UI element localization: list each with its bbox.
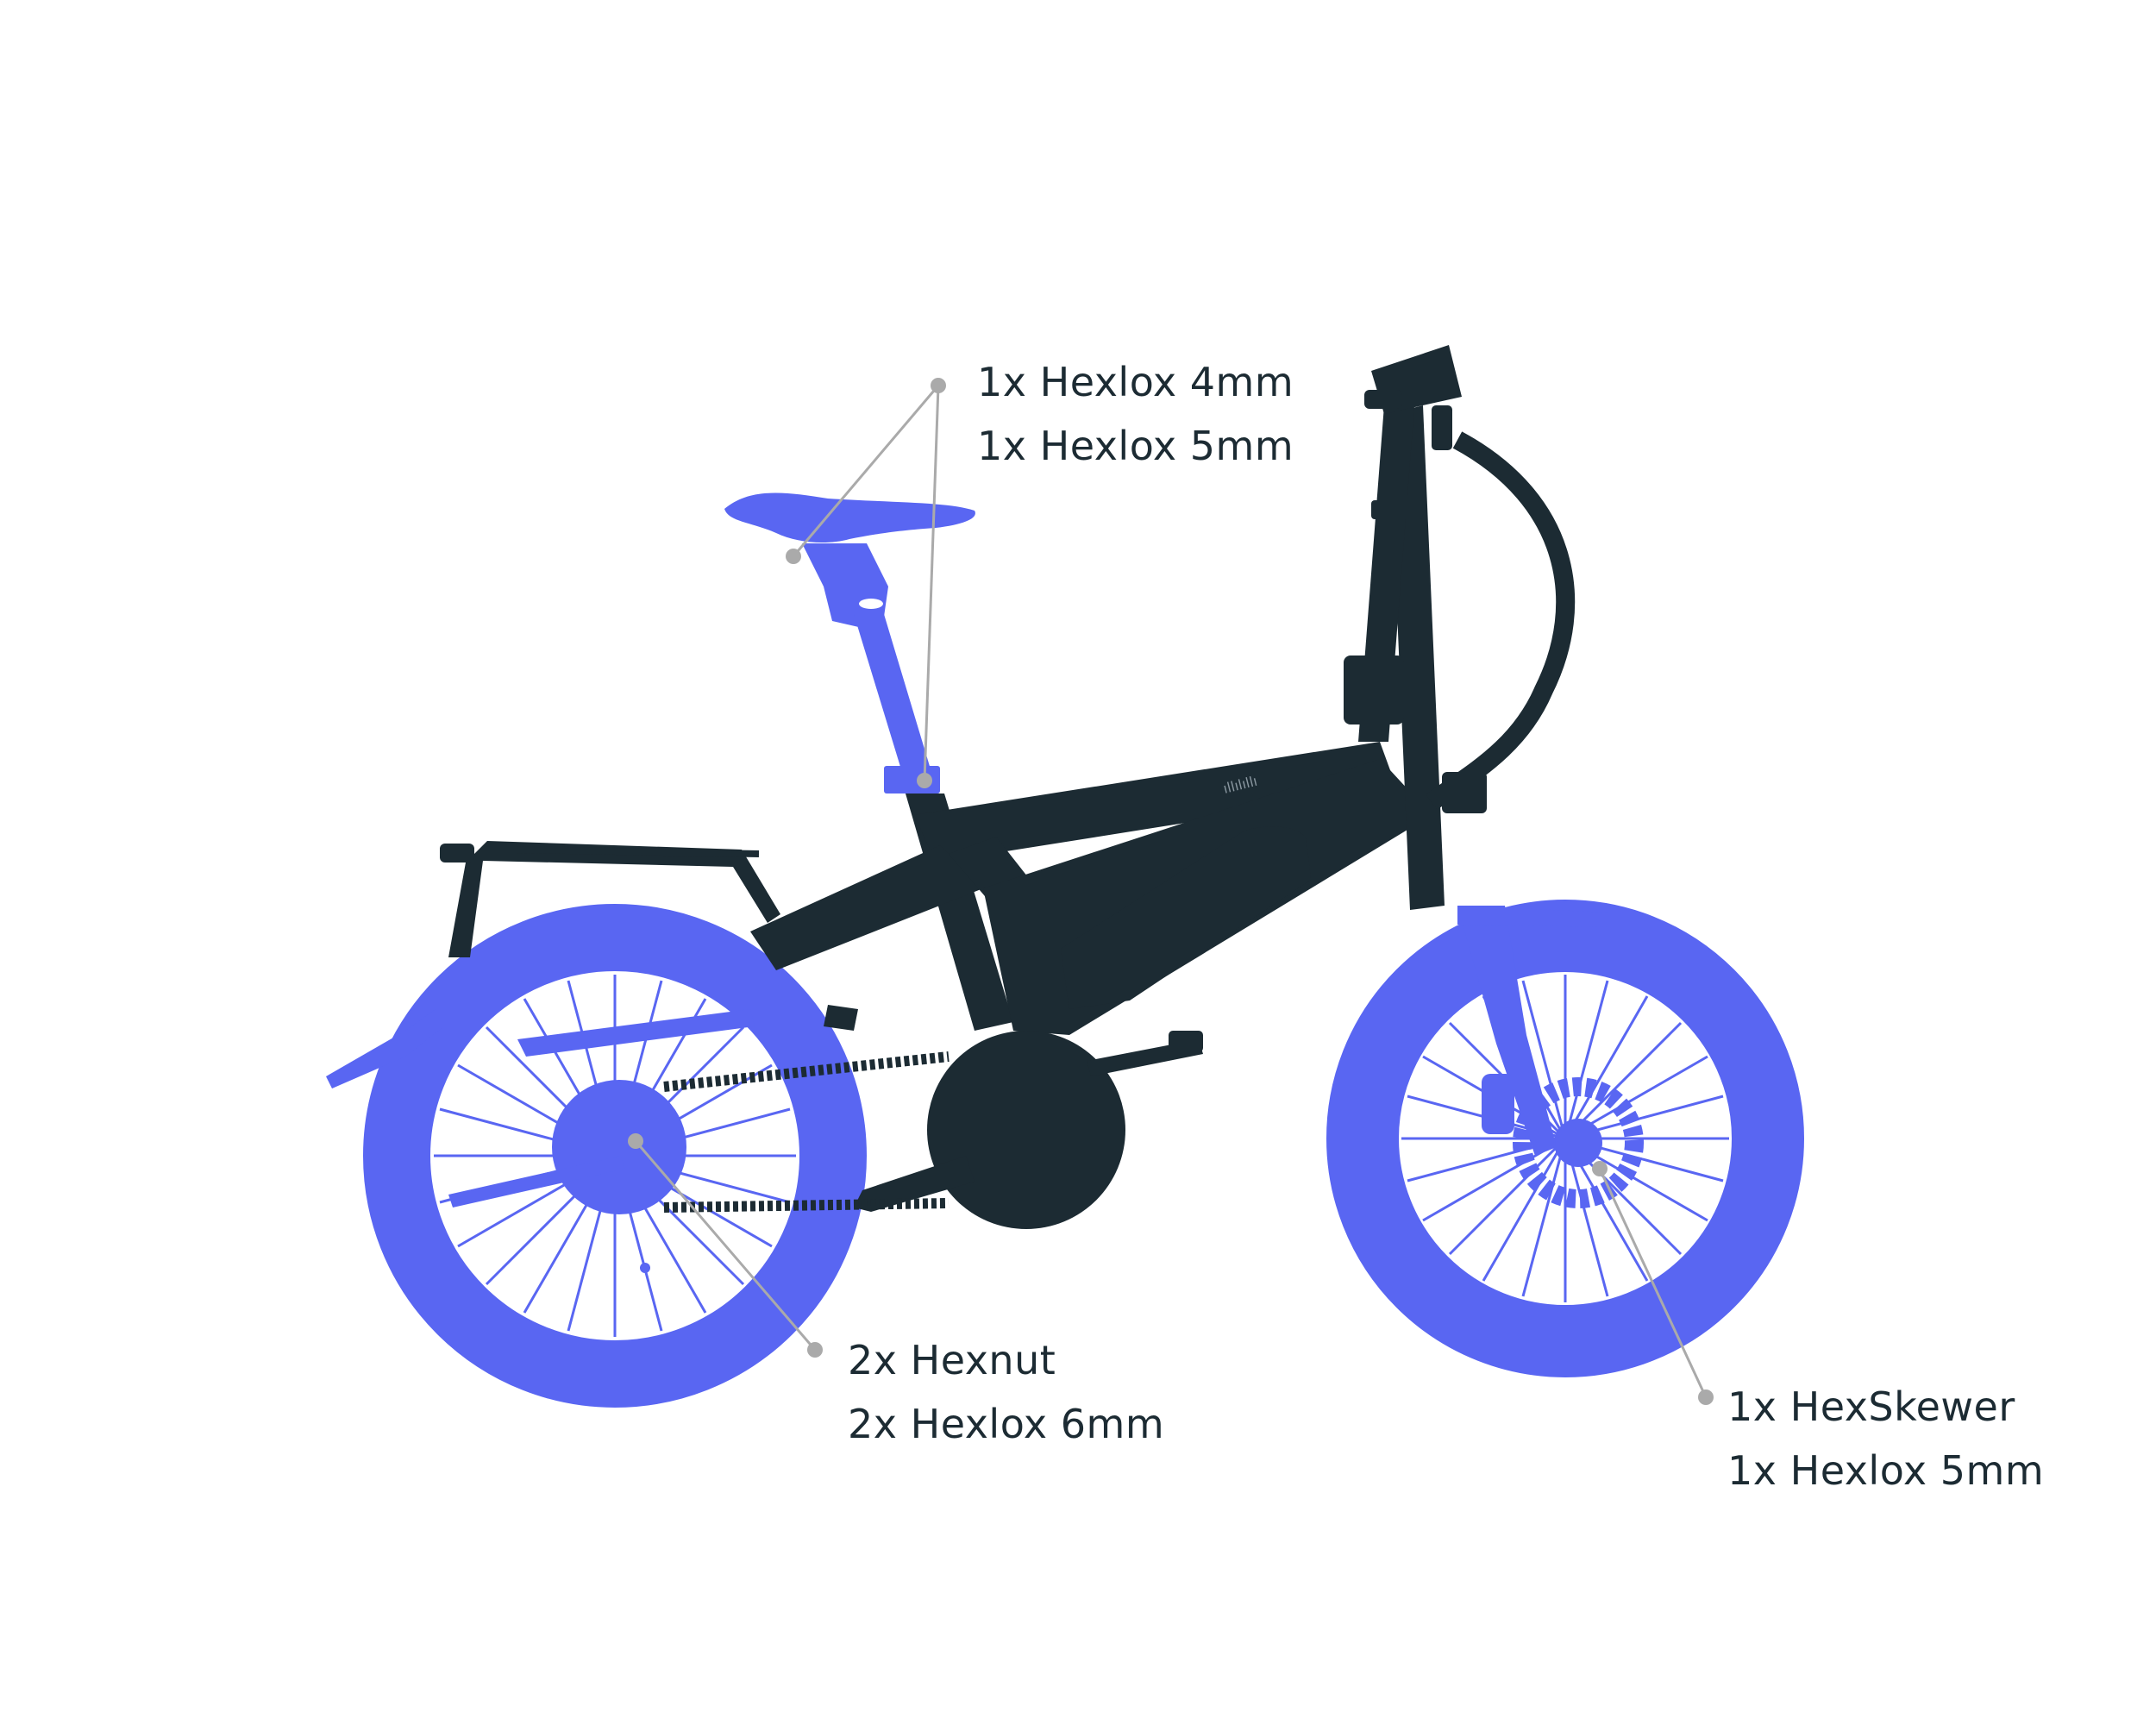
rear-rack — [448, 841, 780, 957]
callout-rear-line-1: 2x Hexnut — [848, 1337, 1056, 1383]
dot-front-hub — [1592, 1161, 1608, 1176]
dot-rear-label — [807, 1342, 823, 1358]
callout-front-line-1: 1x HexSkewer — [1727, 1383, 2015, 1430]
dot-seat-collar — [917, 773, 932, 788]
front-hub — [1554, 1119, 1602, 1167]
callout-seat-line-2: 1x Hexlox 5mm — [977, 423, 1294, 469]
top-tube — [914, 742, 1397, 862]
callout-seat: 1x Hexlox 4mm 1x Hexlox 5mm — [977, 350, 1294, 478]
callout-front-wheel: 1x HexSkewer 1x Hexlox 5mm — [1727, 1375, 2044, 1502]
leader-lines — [634, 385, 1708, 1398]
dot-seat-clamp — [786, 549, 801, 564]
front-fork — [1457, 906, 1557, 1156]
rear-hub — [552, 1080, 686, 1214]
down-tube — [750, 845, 983, 970]
motor — [927, 1031, 1125, 1229]
seatpost — [854, 614, 931, 778]
rear-mudguard — [326, 1009, 444, 1088]
drive-belt — [663, 1051, 950, 1092]
leader-dots — [628, 378, 1714, 1405]
battery — [1061, 826, 1311, 1009]
callout-rear-wheel: 2x Hexnut 2x Hexlox 6mm — [848, 1328, 1164, 1456]
rear-tire — [363, 904, 867, 1408]
leader-front-hub — [1598, 1168, 1708, 1398]
callout-seat-line-1: 1x Hexlox 4mm — [977, 359, 1294, 405]
dot-seat-label — [931, 378, 946, 393]
bike-frame — [440, 345, 1576, 1229]
dot-front-label — [1698, 1389, 1714, 1405]
rear-wheel — [326, 904, 867, 1408]
seat-assembly — [724, 492, 975, 794]
brake-cable — [1426, 431, 1576, 810]
dot-rear-hub — [628, 1133, 643, 1149]
callout-front-line-2: 1x Hexlox 5mm — [1727, 1447, 2045, 1494]
callout-rear-line-2: 2x Hexlox 6mm — [848, 1401, 1165, 1447]
front-wheel — [1326, 900, 1804, 1377]
saddle — [724, 492, 975, 543]
leader-seat-clamp — [792, 385, 940, 557]
brake-rotor — [1513, 1077, 1644, 1208]
front-tire — [1326, 900, 1804, 1377]
front-light — [1442, 772, 1487, 813]
leader-seat-collar — [923, 385, 940, 781]
leader-rear-hub — [634, 1140, 817, 1351]
crank-arm — [854, 1156, 975, 1212]
